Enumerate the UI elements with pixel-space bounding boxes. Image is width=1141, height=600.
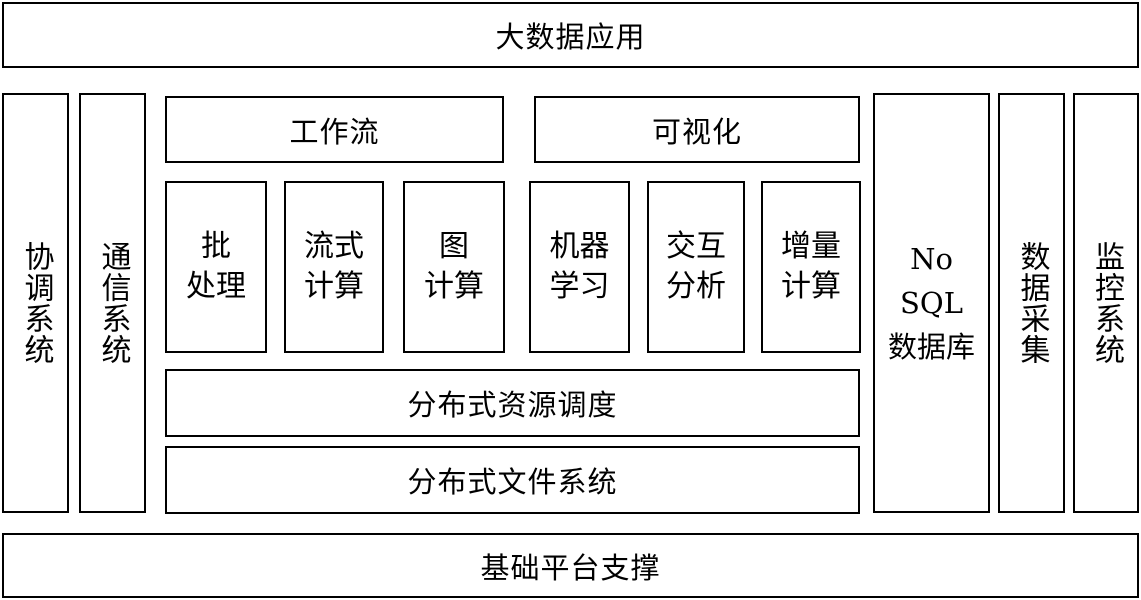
engine-label-line2: 学习	[549, 269, 610, 304]
graph-computing-box: 图计算	[403, 181, 505, 353]
coordination-system-column: 协调系统	[2, 93, 69, 513]
visualization-label: 可视化	[651, 114, 742, 149]
engine-label-line1: 增量	[781, 229, 841, 264]
engine-label-line2: 分析	[666, 269, 726, 304]
distributed-file-system-label: 分布式文件系统	[407, 465, 618, 499]
batch-processing-box: 批处理	[165, 181, 267, 353]
coordination-system-label: 协调系统	[18, 241, 54, 365]
nosql-label-line1: No SQL	[900, 242, 963, 320]
engine-label-line1: 流式	[304, 229, 364, 264]
communication-system-label: 通信系统	[95, 241, 131, 365]
communication-system-column: 通信系统	[79, 93, 146, 513]
engine-label-line2: 计算	[304, 269, 364, 304]
workflow-box: 工作流	[165, 96, 504, 163]
data-collection-column: 数据采集	[998, 93, 1065, 513]
distributed-resource-scheduling-box: 分布式资源调度	[165, 369, 860, 437]
distributed-file-system-box: 分布式文件系统	[165, 446, 860, 514]
machine-learning-box: 机器学习	[529, 181, 630, 353]
engine-label-line1: 图	[439, 229, 469, 264]
big-data-applications-label: 大数据应用	[495, 20, 646, 54]
visualization-box: 可视化	[534, 96, 860, 163]
engine-label-line1: 交互	[666, 229, 726, 264]
incremental-computing-box: 增量计算	[761, 181, 861, 353]
engine-label-line1: 机器	[549, 229, 610, 264]
engine-label-line2: 计算	[781, 269, 841, 304]
data-collection-label: 数据采集	[1014, 241, 1050, 365]
big-data-applications-layer: 大数据应用	[2, 2, 1139, 68]
infrastructure-support-label: 基础平台支撑	[480, 550, 661, 585]
monitoring-system-label: 监控系统	[1089, 241, 1124, 365]
engine-label-line2: 处理	[186, 269, 246, 304]
interactive-analysis-box: 交互分析	[647, 181, 745, 353]
infrastructure-support-layer: 基础平台支撑	[2, 533, 1139, 598]
engine-label-line2: 计算	[424, 269, 484, 304]
distributed-resource-scheduling-label: 分布式资源调度	[407, 388, 618, 422]
stream-computing-box: 流式计算	[284, 181, 384, 353]
monitoring-system-column: 监控系统	[1073, 93, 1139, 513]
engine-label-line1: 批	[201, 229, 231, 264]
workflow-label: 工作流	[289, 114, 380, 149]
nosql-database-column: No SQL 数据库	[873, 93, 990, 513]
nosql-label-line2: 数据库	[887, 330, 975, 364]
